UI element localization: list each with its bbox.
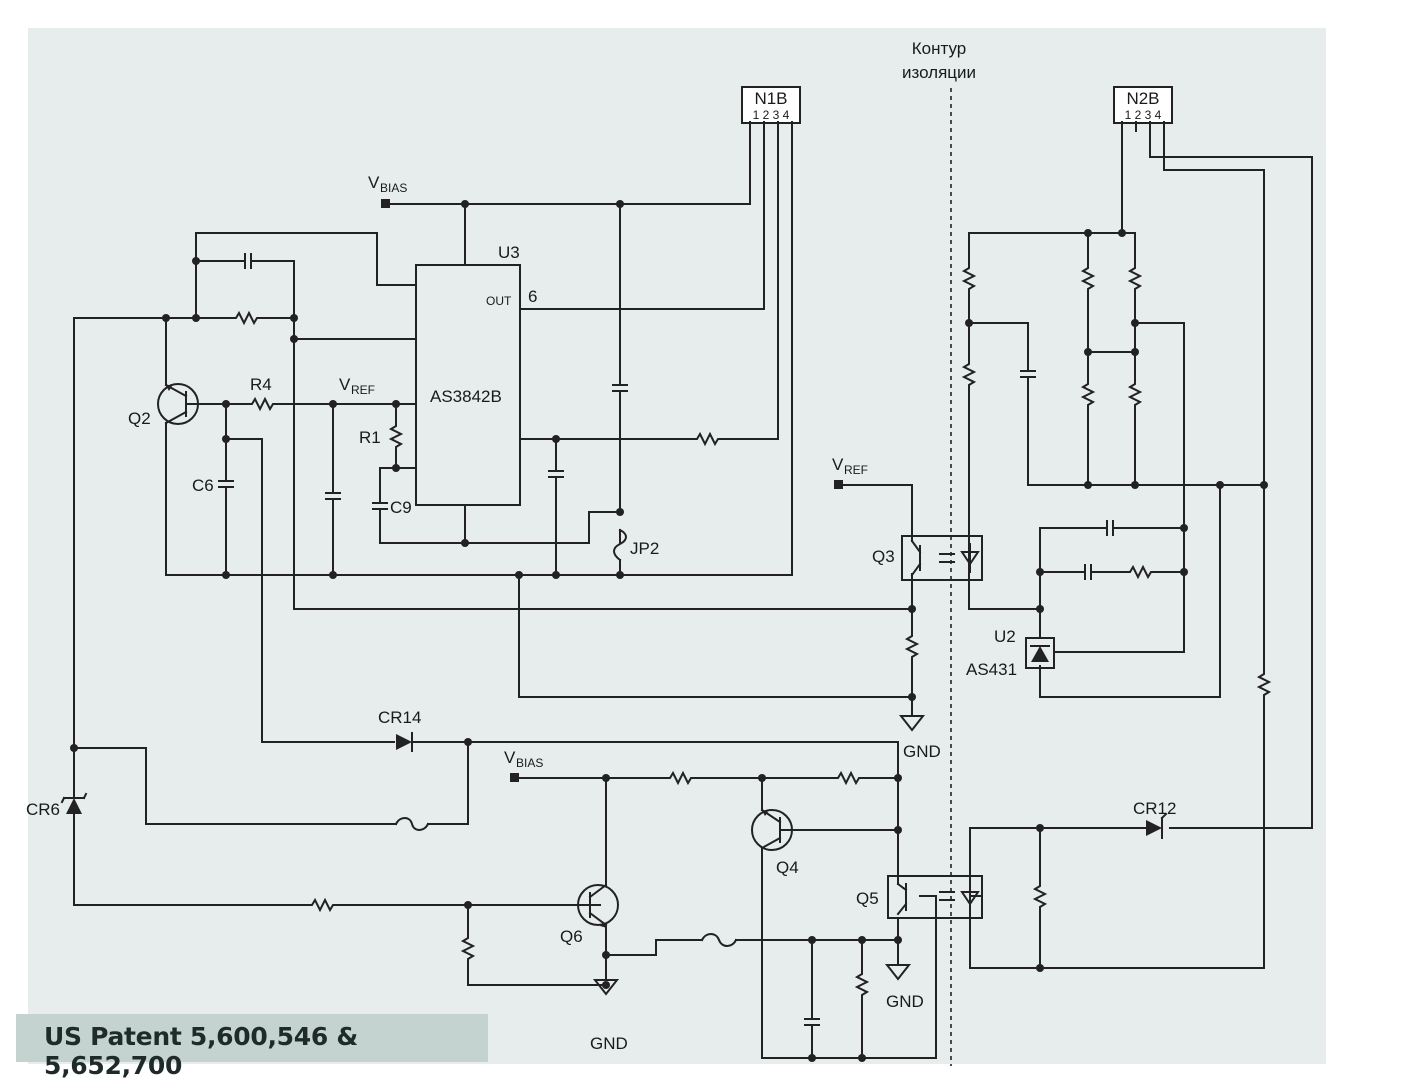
jumper-jp2: [613, 528, 627, 562]
capacitor-c9: [372, 495, 388, 517]
ic-name-label: AS3842B: [430, 387, 502, 406]
n1b-pin-numbers: 1 2 3 4: [753, 108, 790, 122]
capacitor: [1099, 520, 1121, 536]
vref-q3-subscript: REF: [844, 463, 868, 477]
capacitor: [612, 377, 628, 399]
diagram-panel: [28, 28, 1326, 1064]
primary-wiring: [73, 121, 913, 743]
vref-q3-label: V: [832, 455, 844, 474]
capacitor: [237, 253, 259, 269]
capacitor: [1020, 363, 1036, 385]
diode-cr14: [396, 732, 413, 752]
q5-label: Q5: [856, 889, 879, 908]
jp2-label: JP2: [630, 539, 659, 558]
r4-label: R4: [250, 375, 272, 394]
gnd-label-q5: GND: [886, 992, 924, 1011]
resistor: [1082, 261, 1094, 295]
optocoupler-q5: [887, 875, 983, 919]
n2b-pin-numbers: 1 2 3 4: [1125, 108, 1162, 122]
capacitor: [325, 485, 341, 507]
as431-label: AS431: [966, 660, 1017, 679]
vbias-subscript: BIAS: [380, 181, 407, 195]
isolation-label-line1: Контур: [912, 39, 967, 58]
q4-label: Q4: [776, 858, 799, 877]
capacitor: [548, 463, 564, 485]
u3-label: U3: [498, 243, 520, 262]
q6-label: Q6: [560, 927, 583, 946]
junction-dots: [70, 200, 1268, 1062]
capacitor-c6: [218, 473, 234, 495]
resistor: [1034, 879, 1046, 913]
resistor: [1082, 377, 1094, 411]
patent-footer: US Patent 5,600,546 & 5,652,700: [16, 1014, 488, 1080]
transistor-q4: [751, 808, 795, 851]
q3-label: Q3: [872, 547, 895, 566]
gnd-label-q3: GND: [903, 742, 941, 761]
fuse: [394, 817, 430, 831]
capacitor: [804, 1011, 820, 1033]
resistor: [462, 931, 474, 965]
resistor: [906, 629, 918, 663]
pin-6-label: 6: [528, 287, 537, 306]
cr12-label: CR12: [1133, 799, 1176, 818]
n1b-label: N1B: [754, 89, 787, 108]
gnd-label-q6: GND: [590, 1034, 628, 1053]
resistor: [831, 772, 865, 784]
shunt-regulator-u2: [1025, 637, 1055, 669]
patent-footer-text: US Patent 5,600,546 & 5,652,700: [44, 1022, 358, 1080]
vref-label: V: [339, 375, 351, 394]
resistor-r4: [245, 398, 279, 410]
c9-label: C9: [390, 498, 412, 517]
out-pin-label: OUT: [486, 294, 512, 308]
transistor-q6: [577, 883, 619, 928]
isolation-label-line2: изоляции: [902, 63, 976, 82]
resistor: [229, 312, 263, 324]
resistor: [663, 772, 697, 784]
resistor: [1129, 261, 1141, 295]
lower-wiring: [73, 317, 937, 1059]
q2-label: Q2: [128, 409, 151, 428]
n2b-label: N2B: [1126, 89, 1159, 108]
resistor: [1129, 377, 1141, 411]
secondary-wiring: [968, 121, 1313, 969]
zener-cr6: [60, 792, 88, 814]
resistor: [305, 899, 339, 911]
transistor-q2: [157, 383, 199, 425]
cr6-label: CR6: [26, 800, 60, 819]
ground-symbol: [886, 964, 910, 980]
ic-as3842b: [415, 264, 521, 506]
connector-n2b: [1113, 86, 1173, 124]
vbias-lower-subscript: BIAS: [516, 756, 543, 770]
resistor: [963, 261, 975, 295]
vbias-lower-label: V: [504, 748, 516, 767]
vbias-label: V: [368, 173, 380, 192]
resistor: [963, 357, 975, 391]
capacitor: [1077, 564, 1099, 580]
ground-symbol: [900, 715, 924, 731]
fuse: [700, 933, 738, 947]
connector-n1b: [741, 86, 801, 124]
resistor-r1: [390, 419, 402, 453]
resistor: [1258, 667, 1270, 701]
resistor: [690, 433, 724, 445]
diode-cr12: [1146, 812, 1168, 839]
c6-label: C6: [192, 476, 214, 495]
cr14-label: CR14: [378, 708, 421, 727]
r1-label: R1: [359, 428, 381, 447]
u2-label: U2: [994, 627, 1016, 646]
resistor: [1123, 566, 1157, 578]
vref-subscript: REF: [351, 383, 375, 397]
resistor: [856, 967, 868, 1001]
